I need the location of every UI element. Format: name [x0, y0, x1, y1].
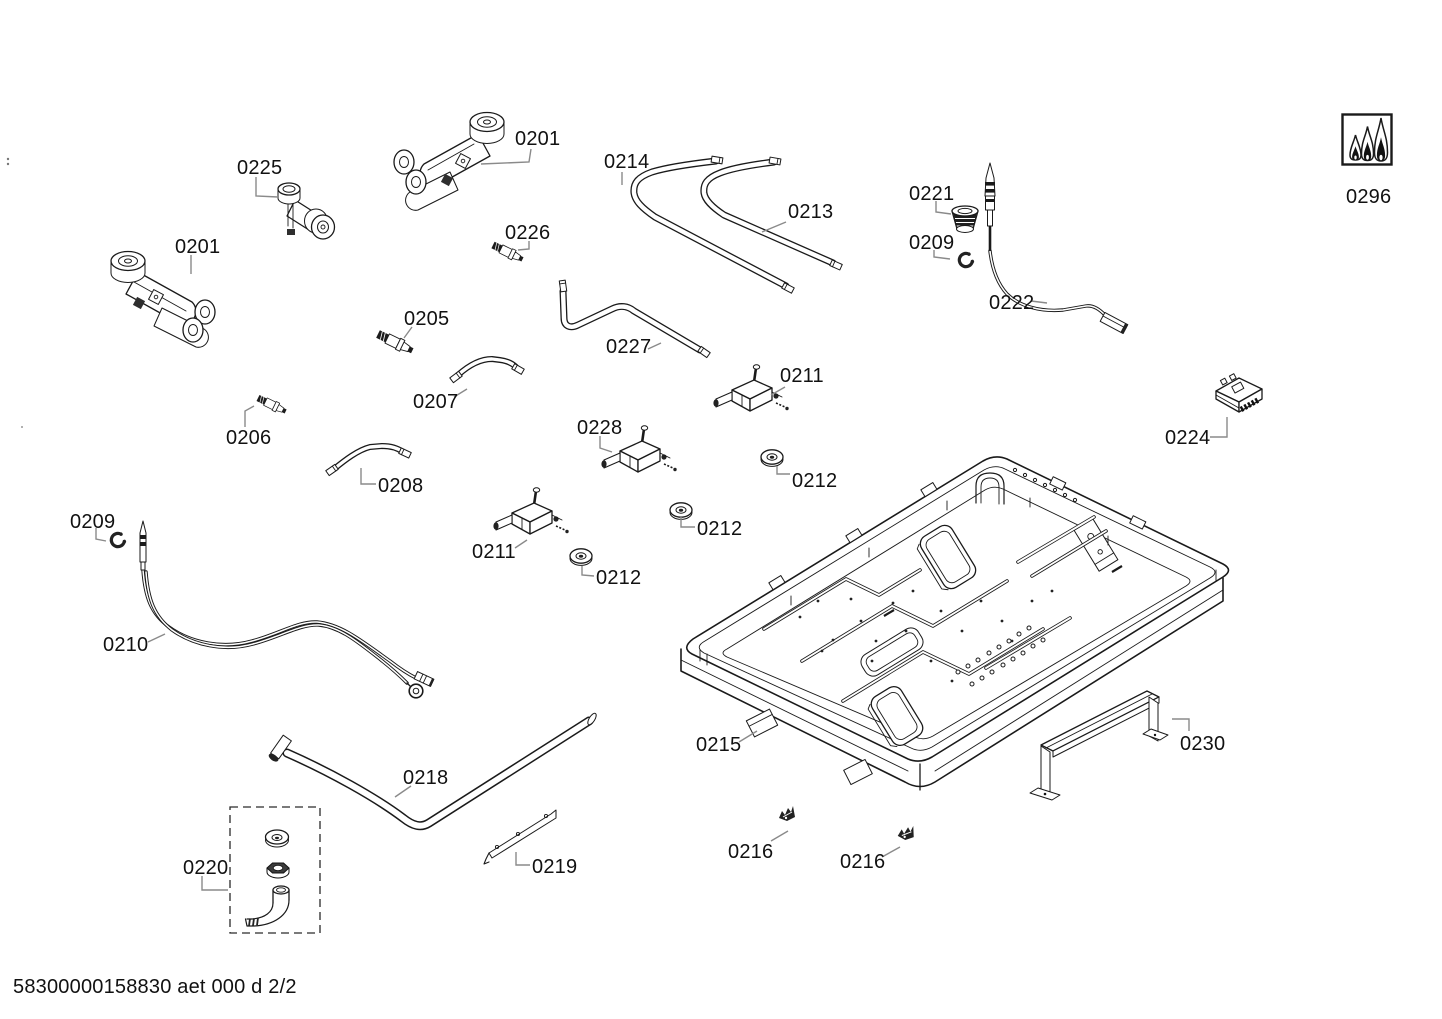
leader-line-0211-12 — [770, 386, 786, 396]
part-0219-strip — [483, 809, 557, 865]
leader-line-0219-27 — [515, 852, 530, 866]
leader-line-0225-1 — [255, 177, 279, 198]
scan-artifact-dots — [6, 157, 23, 428]
leader-line-0224-17 — [1210, 417, 1228, 438]
leader-line-0221-6 — [935, 201, 952, 215]
part-0208-pipe — [325, 443, 412, 477]
part-callout-0212-16: 0212 — [792, 470, 838, 492]
part-0201-gas-tap-1 — [393, 111, 505, 211]
part-callout-0228-15: 0228 — [577, 417, 623, 439]
leader-line-0226-3 — [517, 241, 530, 251]
part-0209-eclip-2 — [107, 529, 129, 551]
document-number: 58300000158830 aet 000 d 2/2 — [13, 976, 297, 998]
part-callout-0221-6: 0221 — [909, 183, 955, 205]
part-callout-0219-27: 0219 — [532, 856, 578, 878]
leader-line-0218-25 — [394, 785, 412, 798]
leader-line-0211-20 — [514, 539, 528, 549]
part-0207-pipe — [449, 356, 525, 384]
part-callout-0210-23: 0210 — [103, 634, 149, 656]
gas-flames-icon — [1341, 113, 1393, 166]
leader-line-0205-10 — [403, 326, 413, 339]
part-callout-0216-30: 0216 — [840, 851, 886, 873]
part-0216-clip-2 — [896, 823, 916, 842]
part-callout-0214-4: 0214 — [604, 151, 650, 173]
leader-line-0216-30 — [881, 846, 901, 858]
part-callout-0216-29: 0216 — [728, 841, 774, 863]
leader-line-0206-14 — [244, 405, 255, 427]
part-callout-0226-3: 0226 — [505, 222, 551, 244]
part-callout-0209-19: 0209 — [70, 511, 116, 533]
leader-line-0212-22 — [581, 566, 595, 577]
leader-line-0216-29 — [770, 830, 789, 842]
leader-line-0210-23 — [147, 633, 166, 643]
part-0211-valve-1 — [712, 363, 791, 413]
part-0201-gas-tap-2 — [110, 250, 216, 348]
part-0210-thermocouple-cable — [139, 520, 435, 699]
part-0205-nozzle — [374, 328, 416, 357]
part-callout-0207-13: 0207 — [413, 391, 459, 413]
leader-line-0207-13 — [453, 388, 468, 398]
part-0214-pipe — [630, 155, 795, 294]
part-0211-valve-2 — [492, 486, 571, 536]
part-callout-0215-24: 0215 — [696, 734, 742, 756]
part-0221-igniter-cap — [951, 205, 979, 233]
part-callout-0212-21: 0212 — [697, 518, 743, 540]
part-callout-0220-28: 0220 — [183, 857, 229, 879]
part-0224-connector — [1215, 373, 1263, 413]
part-callout-0218-25: 0218 — [403, 767, 449, 789]
part-callout-0224-17: 0224 — [1165, 427, 1211, 449]
part-callout-0225-1: 0225 — [237, 157, 283, 179]
leader-line-0228-15 — [599, 436, 613, 453]
leader-line-0213-5 — [761, 221, 787, 233]
part-callout-0211-12: 0211 — [780, 365, 824, 387]
part-0213-pipe — [700, 156, 843, 271]
part-0216-clip-1 — [778, 805, 796, 822]
part-callout-0209-7: 0209 — [909, 232, 955, 254]
part-0212-washer-3 — [569, 548, 593, 567]
part-callout-0205-10: 0205 — [404, 308, 450, 330]
leader-lines — [95, 148, 1228, 891]
part-callout-0208-18: 0208 — [378, 475, 424, 497]
part-callout-0206-14: 0206 — [226, 427, 272, 449]
part-callout-0212-22: 0212 — [596, 567, 642, 589]
leader-line-0227-11 — [647, 342, 662, 350]
leader-line-0208-18 — [360, 468, 376, 485]
leader-line-0212-16 — [776, 466, 790, 475]
part-callout-0222-8: 0222 — [989, 292, 1035, 314]
leader-line-0212-21 — [680, 517, 695, 528]
leader-line-0201-0 — [480, 148, 532, 165]
part-callout-0296-9: 0296 — [1346, 186, 1392, 208]
part-0222-ignition-electrode-cable — [984, 162, 1129, 335]
part-callout-0211-20: 0211 — [472, 541, 516, 563]
leader-line-0222-8 — [1030, 300, 1048, 304]
part-callout-0230-26: 0230 — [1180, 733, 1226, 755]
leader-line-0209-7 — [933, 250, 951, 260]
leader-line-0220-28 — [201, 876, 228, 891]
leader-line-0209-19 — [95, 528, 107, 542]
part-callout-0213-5: 0213 — [788, 201, 834, 223]
part-0206-nozzle — [255, 393, 289, 417]
part-0209-eclip-1 — [955, 249, 977, 271]
part-0218-pipe — [268, 712, 597, 831]
leader-line-0230-26 — [1172, 718, 1190, 731]
part-callout-0201-0: 0201 — [515, 128, 561, 150]
part-0220-fitting-kit — [229, 806, 321, 934]
part-0212-washer-1 — [760, 449, 784, 468]
part-0230-bracket — [1029, 690, 1169, 801]
part-0215-base-tray — [680, 456, 1230, 791]
part-0227-pipe — [558, 279, 711, 359]
part-0212-washer-2 — [669, 502, 693, 521]
leader-line-0215-24 — [738, 730, 758, 743]
part-callout-0227-11: 0227 — [606, 336, 652, 358]
part-callout-0201-2: 0201 — [175, 236, 221, 258]
part-0225-gas-tap-small — [277, 182, 336, 240]
